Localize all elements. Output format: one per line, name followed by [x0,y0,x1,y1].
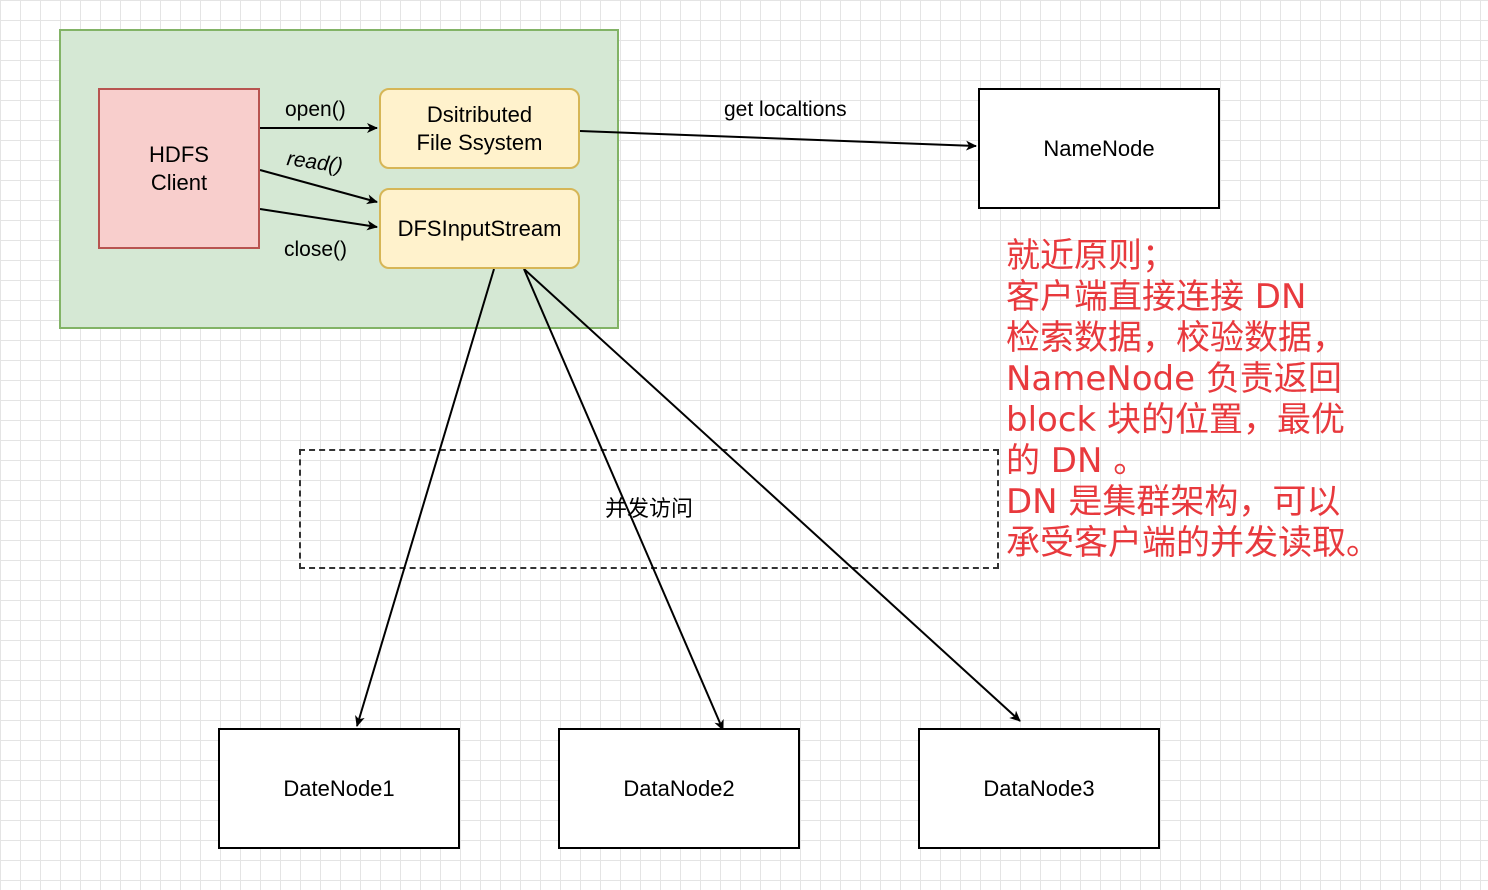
note-line: 客户端直接连接 DN [1006,277,1307,317]
hdfs-client-node: HDFS Client [98,88,260,249]
namenode-label: NameNode [1043,135,1155,161]
note-line: 检索数据，校验数据， [1006,318,1346,358]
distributed-fs-line-1: Dsitributed [426,101,533,127]
edge-stream-to-dn2 [523,268,724,731]
edge-read [259,169,378,205]
hdfs-client-line-2: Client [150,169,208,195]
edge-stream-to-dn3 [523,268,1021,722]
edge-stream-to-dn1 [355,268,495,727]
get-locations-edge-label: get localtions [724,98,847,121]
concurrent-access-region [299,449,999,569]
datanode3-node: DataNode3 [918,728,1160,849]
dfs-input-stream-node: DFSInputStream [379,188,580,269]
datanode2-node: DataNode2 [558,728,800,849]
datanode1-node: DateNode1 [218,728,460,849]
edge-close [259,208,378,231]
namenode-node: NameNode [978,88,1220,209]
datanode3-label: DataNode3 [983,775,1095,801]
distributed-file-system-node: Dsitributed File Ssystem [379,88,580,169]
hdfs-client-line-1: HDFS [149,141,209,167]
annotation-note: 就近原则； 客户端直接连接 DN 检索数据，校验数据， NameNode 负责返… [1006,236,1476,564]
datanode2-label: DataNode2 [623,775,735,801]
distributed-fs-line-2: File Ssystem [416,129,543,155]
close-edge-label: close() [284,238,348,261]
datanode1-label: DateNode1 [283,775,395,801]
note-line: 的 DN 。 [1006,441,1148,481]
edge-get-locations [579,130,977,151]
dfs-input-stream-label: DFSInputStream [397,215,562,241]
note-line: 就近原则； [1006,236,1176,276]
note-line: 承受客户端的并发读取。 [1006,523,1380,563]
note-line: block 块的位置，最优 [1006,400,1346,440]
note-line: DN 是集群架构，可以 [1006,482,1341,522]
note-line: NameNode 负责返回 [1006,359,1342,399]
concurrent-access-label: 并发访问 [604,496,693,521]
open-edge-label: open() [285,98,346,121]
